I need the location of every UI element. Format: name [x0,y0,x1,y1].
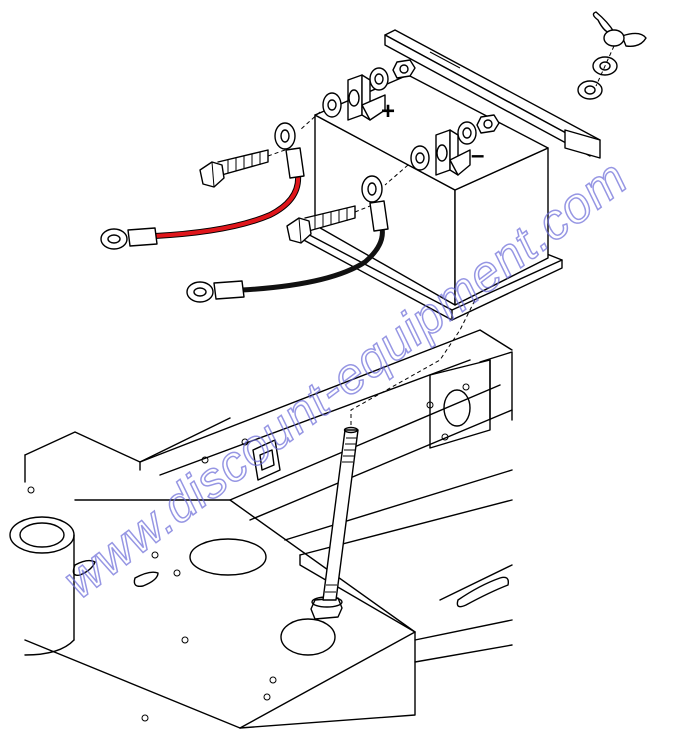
tractor-frame [9,329,513,729]
hold-down-bar [384,29,601,159]
wing-nut-icon [592,11,615,34]
negative-terminal [384,114,500,186]
positive-cable [100,122,305,250]
positive-bolt [199,149,286,188]
wing-nut-assembly [577,11,647,100]
positive-label: + [381,98,395,125]
negative-label: – [471,142,484,169]
negative-bolt [286,205,371,244]
positive-terminal [299,59,416,131]
negative-cable [186,175,389,303]
hold-down-rod [322,159,546,601]
